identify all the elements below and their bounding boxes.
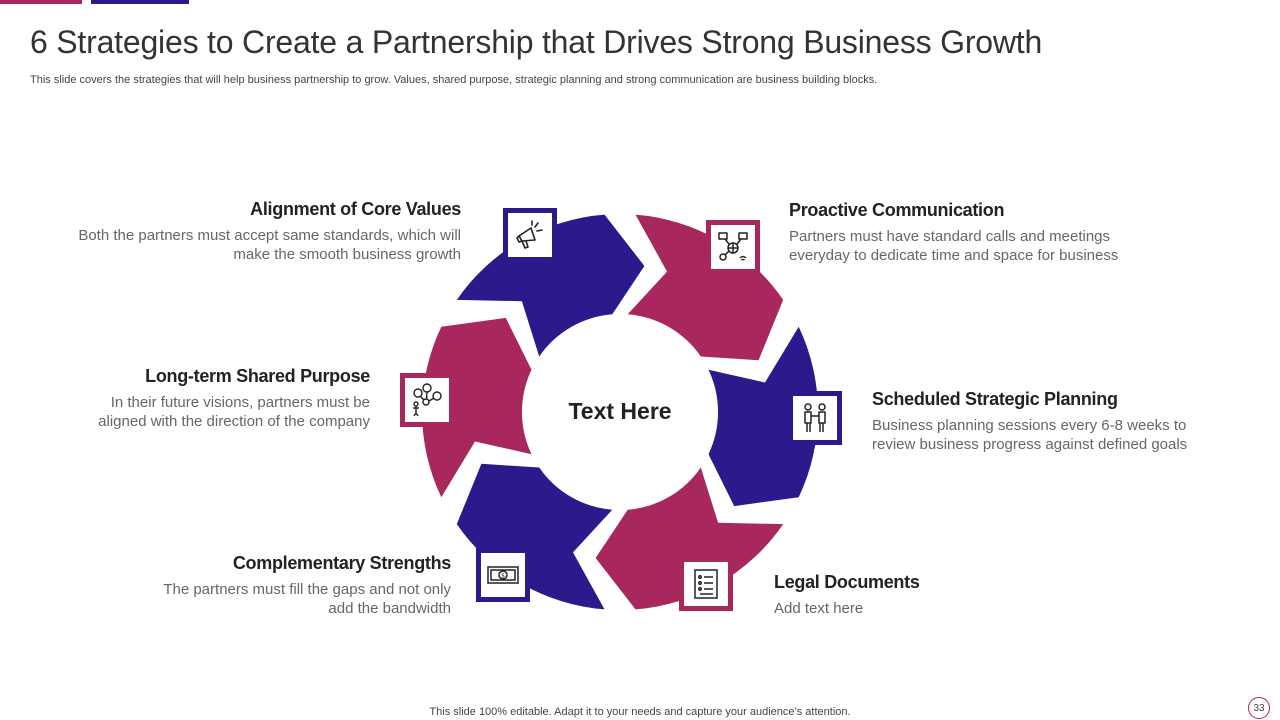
slide-subtitle: This slide covers the strategies that wi… — [30, 74, 878, 86]
handshake-meeting-icon — [804, 403, 826, 432]
strategy-block-6: Long-term Shared Purpose In their future… — [70, 366, 370, 431]
strategy-block-1: Alignment of Core Values Both the partne… — [70, 199, 461, 264]
strategy-icon-box-4 — [679, 557, 733, 611]
strategy-title: Proactive Communication — [789, 200, 1005, 220]
ring-segment-2 — [627, 214, 784, 361]
strategy-block-3: Scheduled Strategic Planning Business pl… — [872, 389, 1217, 454]
strategy-title: Scheduled Strategic Planning — [872, 389, 1118, 409]
strategy-description: Add text here — [774, 600, 864, 617]
center-text: Text Here — [568, 398, 672, 424]
strategy-description: The partners must fill the gaps and not … — [163, 581, 451, 617]
top-accent-bar-magenta — [0, 0, 82, 4]
ring-segment-5 — [456, 463, 613, 610]
strategy-icon-box-5: $ — [476, 548, 530, 602]
strategy-icon-box-6 — [400, 373, 454, 427]
strategy-description: In their future visions, partners must b… — [98, 394, 370, 430]
strategy-title: Complementary Strengths — [232, 553, 451, 573]
strategy-icon-box-3 — [788, 391, 842, 445]
page-number: 33 — [1248, 697, 1270, 719]
document-list-icon — [694, 569, 718, 599]
strategy-block-5: Complementary Strengths The partners mus… — [150, 553, 451, 618]
ring-segment-3 — [708, 326, 818, 507]
strategy-description: Partners must have standard calls and me… — [789, 228, 1119, 264]
communication-network-icon — [718, 232, 748, 261]
strategy-block-2: Proactive Communication Partners must ha… — [789, 200, 1149, 265]
money-bill-icon: $ — [487, 566, 519, 584]
strategy-title: Alignment of Core Values — [250, 199, 461, 219]
ring-segment-1 — [456, 214, 645, 357]
ring-segment-6 — [422, 317, 532, 498]
strategy-icon-box-2 — [706, 220, 760, 274]
svg-text:$: $ — [501, 573, 505, 580]
footer-note: This slide 100% editable. Adapt it to yo… — [429, 706, 851, 718]
strategy-title: Long-term Shared Purpose — [145, 366, 370, 386]
strategy-description: Both the partners must accept same stand… — [78, 227, 461, 263]
strategy-block-4: Legal Documents Add text here — [774, 572, 1074, 618]
top-accent-bar-blue — [91, 0, 189, 4]
strategy-title: Legal Documents — [774, 572, 920, 592]
team-network-icon — [413, 383, 442, 417]
strategy-description: Business planning sessions every 6-8 wee… — [872, 417, 1188, 453]
slide-title: 6 Strategies to Create a Partnership tha… — [30, 24, 1043, 60]
strategy-icon-box-1 — [503, 208, 557, 262]
ring-segment-4 — [595, 467, 784, 610]
megaphone-icon — [516, 220, 543, 249]
